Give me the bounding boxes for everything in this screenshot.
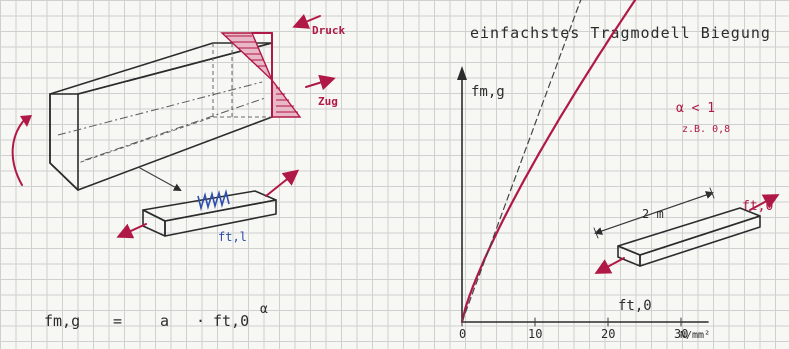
board-force-label: ft,0 [742,199,773,214]
length-label: 2 m [642,207,664,221]
test-board [593,187,761,267]
linear-reference-line [461,0,582,323]
druck-label: Druck [312,24,345,37]
formula-equals: = [113,312,122,330]
board-tension-right [749,194,780,211]
x-unit: N/mm² [680,330,710,341]
y-axis-label: fm,g [471,84,505,100]
lamella-tension-left [116,223,147,239]
druck-arrow [292,14,321,29]
formula-dot: · [196,312,205,330]
moment-arrow [11,117,27,186]
curve-label-alpha: α < 1 [676,101,715,116]
x-tick-label: 20 [601,327,615,341]
chart-title: einfachstes Tragmodell Biegung [470,24,771,42]
zug-label: Zug [318,95,338,108]
series-group [460,0,637,324]
lamella-tension-right [265,169,300,197]
formula-coefficient: a [160,312,169,330]
lamella-label: ft,l [218,230,247,244]
board-tension-left [594,257,625,274]
chart-axes [457,66,709,323]
lamella-board [142,189,277,237]
x-tick-label: 0 [459,327,466,341]
detail-pointer [139,167,182,191]
x-axis-label: ft,0 [618,298,652,314]
stress-diagram [220,32,302,118]
formula-lhs: fm,g [44,312,80,330]
zug-arrow [305,74,336,91]
x-tick-label: 10 [528,327,542,341]
formula-exponent: α [260,302,268,317]
x-tick-label: 30 [674,327,688,341]
curve-label-example: z.B. 0,8 [682,124,730,135]
formula: fm,g = a · ft,0 α [44,302,268,330]
x-ticks: 0 10 20 30 [459,317,688,341]
alpha-curve [460,0,637,324]
formula-base: ft,0 [213,312,249,330]
glulam-beam [49,42,273,191]
